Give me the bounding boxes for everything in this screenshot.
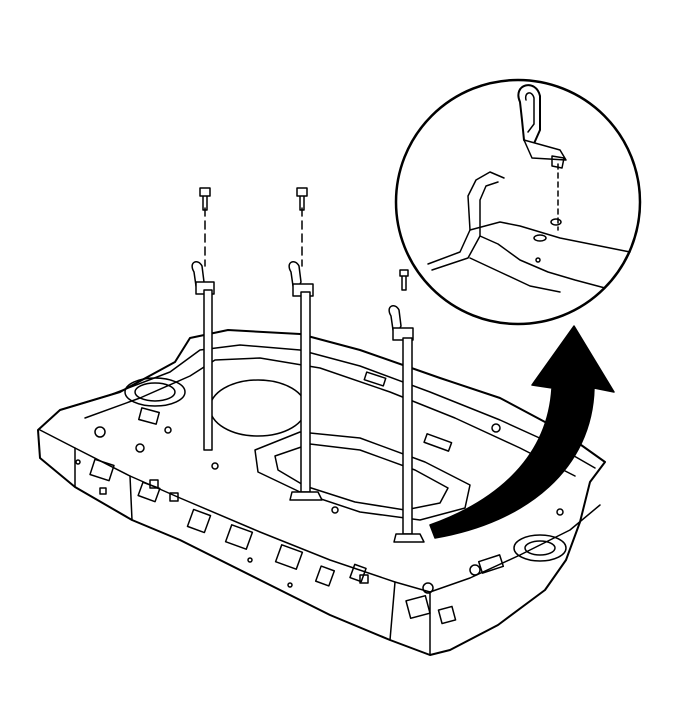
detail-bolt-icon bbox=[551, 155, 565, 169]
alignment-rod bbox=[203, 289, 213, 451]
callout-step-2 bbox=[479, 235, 606, 289]
center-tub bbox=[254, 431, 471, 521]
pan-front-face-top bbox=[39, 429, 601, 593]
rod-foot bbox=[393, 533, 425, 543]
detail-hook-bracket bbox=[523, 139, 567, 161]
rear-compartment-pan bbox=[37, 329, 606, 656]
left-well bbox=[124, 377, 186, 407]
front-face-cutouts bbox=[89, 458, 457, 625]
detail-callout bbox=[394, 78, 642, 326]
hook-assembly-left bbox=[191, 187, 215, 451]
slot-2 bbox=[423, 433, 453, 452]
holes bbox=[75, 423, 564, 594]
hook-assembly-right bbox=[388, 269, 425, 543]
bolt-icon bbox=[199, 187, 211, 211]
slot-4 bbox=[477, 554, 505, 574]
callout-lower-edge bbox=[469, 257, 561, 293]
callout-dot bbox=[535, 257, 541, 263]
slot-3 bbox=[138, 407, 160, 425]
detail-hook-inner bbox=[524, 92, 535, 133]
left-well-inner bbox=[134, 382, 176, 402]
curved-arrow bbox=[429, 325, 615, 539]
callout-hole bbox=[533, 234, 547, 242]
callout-hole bbox=[550, 218, 562, 226]
callout-panel-contour bbox=[427, 171, 505, 265]
pan-upper-rim bbox=[59, 344, 596, 469]
slot-1 bbox=[363, 371, 387, 387]
alignment-rod bbox=[402, 337, 413, 535]
bolt-icon bbox=[296, 187, 308, 211]
hook-assembly-center bbox=[288, 187, 323, 501]
callout-panel-contour-2 bbox=[431, 181, 499, 271]
right-well bbox=[513, 534, 567, 562]
rod-foot bbox=[289, 491, 323, 501]
alignment-rod bbox=[300, 291, 311, 493]
pan-front-face-crease bbox=[74, 447, 431, 656]
callout-circle bbox=[394, 78, 642, 326]
right-well-inner bbox=[524, 540, 556, 556]
bolt-icon bbox=[399, 269, 409, 291]
center-tub-inner bbox=[274, 443, 449, 511]
pan-upper-rim-inner bbox=[84, 357, 576, 477]
callout-step bbox=[469, 221, 631, 253]
